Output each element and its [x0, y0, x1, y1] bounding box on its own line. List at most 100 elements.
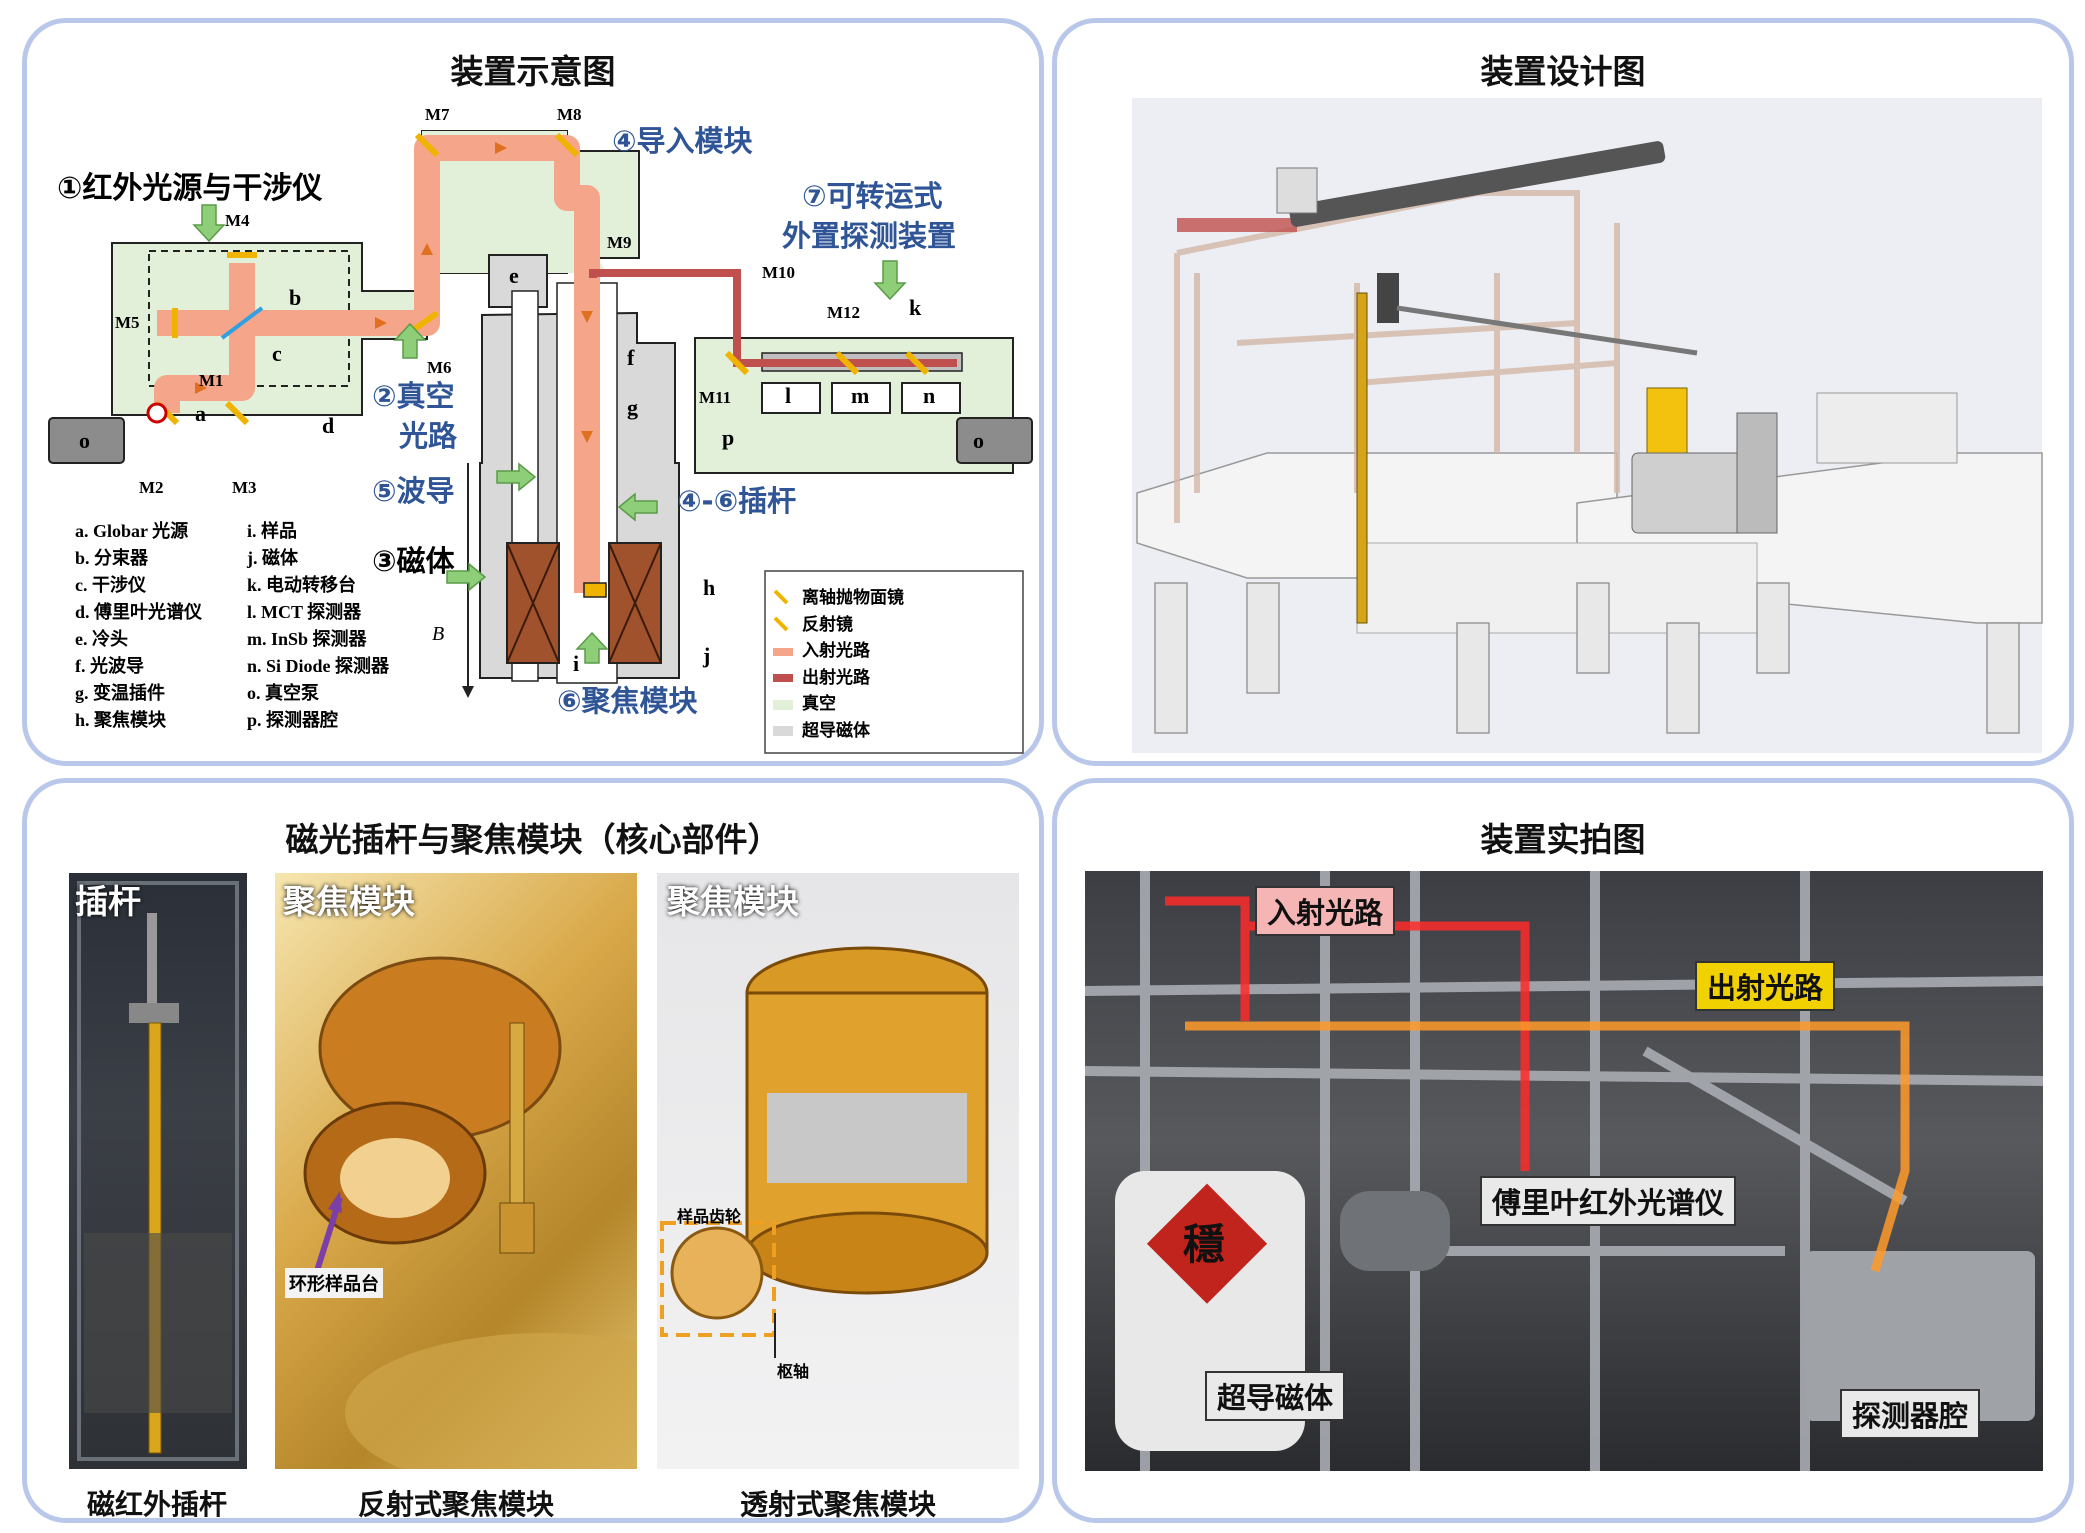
legend-box-item: 出射光路: [802, 667, 870, 688]
module4-label: ④导入模块: [612, 124, 753, 158]
mirror-label: M2: [139, 478, 164, 497]
legend-box-item: 真空: [802, 694, 836, 714]
letter-label: g: [627, 395, 638, 420]
letter-label: o: [79, 428, 90, 453]
legend-item: k. 电动转移台: [247, 575, 357, 595]
legend-box-item: 反射镜: [802, 614, 853, 635]
mirror-label: M1: [199, 371, 224, 390]
mirror-label: M3: [232, 478, 257, 497]
vacuum-pump-right: [956, 417, 1033, 464]
mirror-label: M11: [699, 388, 732, 407]
letter-label: o: [973, 428, 984, 453]
photo-caption: 透射式聚焦模块: [739, 1488, 936, 1521]
legend-item: o. 真空泵: [247, 683, 319, 703]
photo-tag: 插杆: [75, 882, 141, 921]
si-diode-detector: [901, 382, 961, 414]
mirror-label: M6: [427, 358, 452, 377]
green-arrows: [192, 204, 907, 664]
incident-path-label: 入射光路: [1255, 886, 1396, 936]
mirror-label: M4: [225, 211, 250, 230]
detector-chamber-label: 探测器腔: [1840, 1389, 1981, 1439]
schematic-diagram: [48, 130, 1033, 754]
legend-item: d. 傅里叶光谱仪: [75, 602, 203, 622]
legend-box-text: 离轴抛物面镜 反射镜 入射光路 出射光路 真空 超导磁体: [802, 585, 904, 744]
photo-tag: 聚焦模块: [283, 882, 415, 921]
legend-item: g. 变温插件: [75, 683, 165, 703]
legend-item: e. 冷头: [75, 629, 128, 649]
letter-label: a: [195, 401, 206, 426]
module1-label: ①红外光源与干涉仪: [57, 171, 323, 206]
photo-caption: 反射式聚焦模块: [357, 1488, 554, 1521]
legend-item: a. Globar 光源: [75, 521, 189, 541]
panel-title: 装置设计图: [1480, 52, 1646, 91]
annotation-axis: 枢轴: [777, 1362, 810, 1381]
legend-item: i. 样品: [247, 521, 298, 541]
legend-box: [764, 570, 1024, 754]
module7-label-b: 外置探测装置: [782, 219, 957, 253]
legend-item: p. 探测器腔: [247, 710, 339, 730]
design-render: [1132, 98, 2043, 753]
letter-label: b: [289, 285, 302, 310]
module5-label: ⑤波导: [372, 474, 455, 508]
globar-source: [146, 402, 168, 424]
letter-label: h: [703, 575, 716, 600]
insb-detector: [831, 382, 891, 414]
legend-left: a. Globar 光源 b. 分束器 c. 干涉仪 d. 傅里叶光谱仪 e. …: [75, 518, 202, 734]
fortune-sign: 穩: [1183, 1220, 1226, 1269]
field-axis-label: B: [432, 623, 445, 645]
vacuum-pump-left: [48, 417, 125, 464]
annotation-stage: 环形样品台: [285, 1268, 383, 1298]
mirror-label: M5: [115, 313, 140, 332]
letter-label: f: [627, 345, 635, 370]
letter-label: m: [851, 383, 870, 408]
mct-detector: [761, 382, 821, 414]
module2-label-a: ②真空: [372, 379, 455, 413]
panel-title: 装置示意图: [450, 52, 616, 91]
letter-label: c: [272, 341, 282, 366]
letter-label: k: [909, 295, 922, 320]
legend-box-item: 超导磁体: [802, 720, 870, 741]
panel-title: 磁光插杆与聚焦模块（核心部件）: [285, 820, 781, 859]
legend-box-item: 离轴抛物面镜: [802, 588, 904, 608]
ftir-label: 傅里叶红外光谱仪: [1480, 1176, 1737, 1226]
module3-label: ③磁体: [372, 544, 455, 578]
mirror-label: M10: [762, 263, 796, 282]
mirrors: [154, 132, 930, 426]
panel-schematic: 装置示意图: [22, 18, 1044, 766]
module6-label: ⑥聚焦模块: [557, 684, 698, 718]
mirror-label: M9: [607, 233, 632, 252]
legend-item: c. 干涉仪: [75, 575, 146, 595]
mirror-label: M7: [425, 105, 450, 124]
panel-probe: 磁光插杆与聚焦模块（核心部件） 插杆 磁红外插杆 聚焦模块 环形样品台 反射式聚…: [22, 778, 1044, 1523]
annotation-gear: 样品齿轮: [677, 1207, 742, 1226]
letter-label: j: [703, 643, 711, 668]
panel-photo: 装置实拍图 入射光路 出射光路 傅里叶红外光谱仪 超导磁体 探测器腔 穩: [1052, 778, 2074, 1523]
photo-tag: 聚焦模块: [667, 882, 799, 921]
module2-label-b: 光路: [399, 419, 458, 453]
letter-label: p: [722, 425, 735, 450]
legend-right: i. 样品 j. 磁体 k. 电动转移台 l. MCT 探测器 m. InSb …: [247, 518, 389, 734]
letter-label: l: [785, 383, 792, 408]
outgoing-beam: [589, 269, 957, 367]
setup-photo: 入射光路 出射光路 傅里叶红外光谱仪 超导磁体 探测器腔 穩: [1085, 871, 2043, 1471]
legend-item: f. 光波导: [75, 656, 144, 676]
outgoing-path-label: 出射光路: [1695, 961, 1836, 1011]
mirror-label: M8: [557, 105, 582, 124]
legend-swatches: [773, 589, 793, 736]
beam-arrows: [195, 142, 593, 443]
mirror-label: M12: [827, 303, 861, 322]
legend-item: n. Si Diode 探测器: [247, 656, 390, 676]
magnet-label: 超导磁体: [1205, 1371, 1346, 1421]
legend-item: l. MCT 探测器: [247, 602, 362, 622]
letter-label: n: [923, 383, 936, 408]
module7-label-a: ⑦可转运式: [802, 179, 943, 213]
focus-sample: [583, 582, 607, 598]
letter-label: i: [573, 651, 580, 676]
legend-item: h. 聚焦模块: [75, 710, 167, 730]
beam-splitter: [220, 306, 264, 340]
legend-item: b. 分束器: [75, 548, 149, 568]
probe-insert-photo: 插杆: [69, 873, 247, 1469]
photo-caption: 磁红外插杆: [86, 1488, 227, 1521]
panel-title: 装置实拍图: [1480, 820, 1646, 859]
legend-box-item: 入射光路: [802, 641, 870, 661]
